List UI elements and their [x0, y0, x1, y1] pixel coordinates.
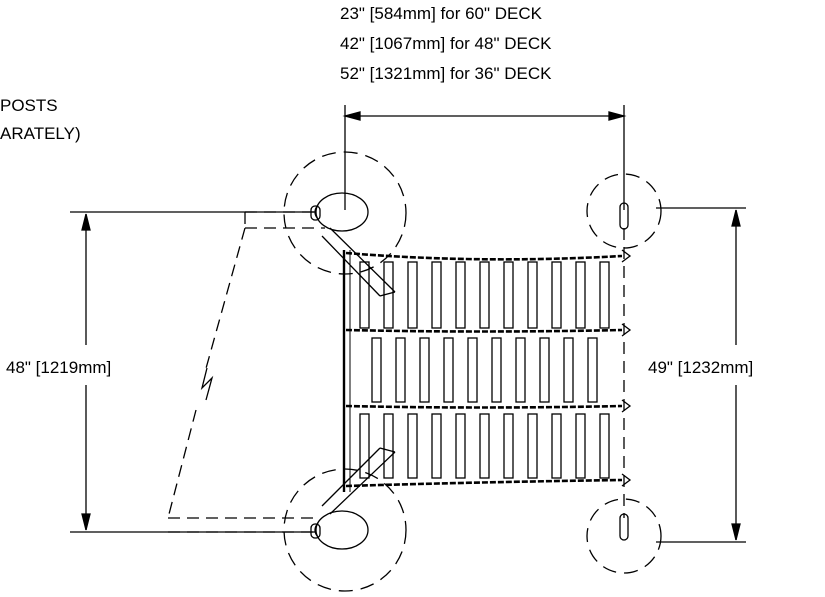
note-line-1: POSTS: [0, 96, 58, 115]
top-dimension-line: [342, 105, 627, 210]
right-posts: [619, 202, 629, 541]
strap-row-1: [359, 261, 610, 329]
strap-row-3: [359, 413, 610, 479]
left-dimension-label: 48" [1219mm]: [6, 358, 112, 377]
net-frame: [342, 250, 351, 492]
front-caster-top: [310, 192, 396, 297]
net-ends: [621, 249, 632, 487]
clearance-circles: [283, 151, 662, 592]
right-dimension-label: 49" [1232mm]: [648, 358, 754, 377]
front-caster-bottom: [310, 447, 396, 550]
strap-row-2: [371, 337, 598, 403]
right-dimension-line: [656, 207, 746, 543]
dimension-line-48-deck: 42" [1067mm] for 48" DECK: [340, 34, 552, 53]
break-symbol: [200, 367, 214, 401]
dimension-line-36-deck: 52" [1321mm] for 36" DECK: [340, 64, 552, 83]
note-line-2: ARATELY): [0, 124, 81, 143]
deck-outline-dashed: [167, 211, 325, 533]
chain-rows: [345, 251, 623, 488]
dimension-line-60-deck: 23" [584mm] for 60" DECK: [340, 4, 542, 23]
